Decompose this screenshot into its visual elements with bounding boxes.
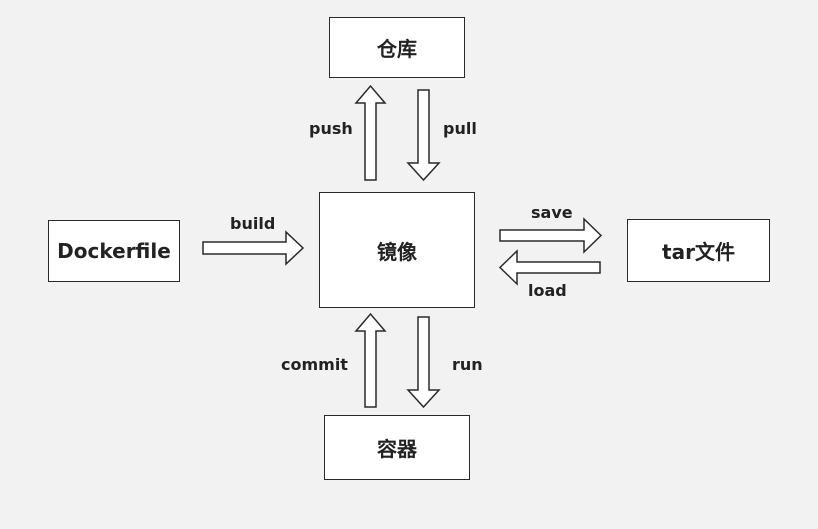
load-label: load (528, 281, 567, 300)
repository-node: 仓库 (329, 17, 465, 78)
build-arrow (202, 230, 305, 266)
container-node: 容器 (324, 415, 470, 480)
save-arrow (499, 217, 603, 254)
push-arrow (354, 84, 387, 181)
load-arrow (498, 249, 601, 286)
commit-arrow (354, 312, 387, 408)
image-node: 镜像 (319, 192, 475, 308)
push-label: push (309, 119, 353, 138)
build-label: build (230, 214, 276, 233)
pull-arrow (406, 89, 441, 182)
run-label: run (452, 355, 483, 374)
save-label: save (531, 203, 573, 222)
pull-label: pull (443, 119, 477, 138)
run-arrow (406, 316, 441, 409)
dockerfile-node: Dockerfile (48, 220, 180, 282)
tar-file-node: tar文件 (627, 219, 770, 282)
commit-label: commit (281, 355, 348, 374)
